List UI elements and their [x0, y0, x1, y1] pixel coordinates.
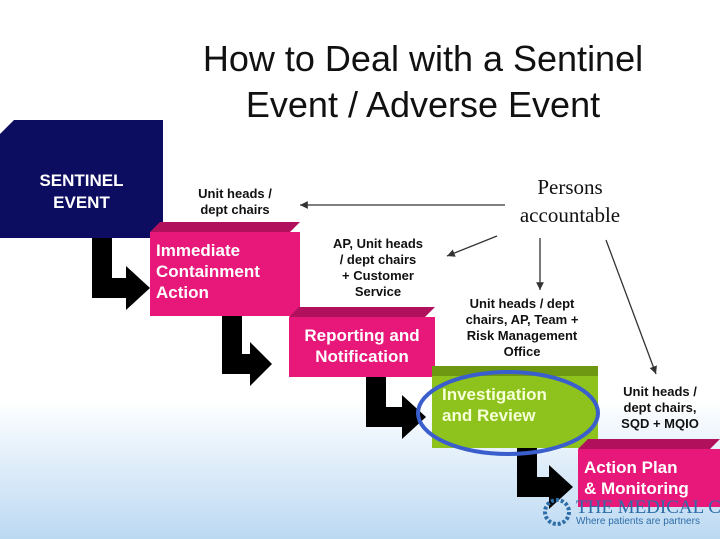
pointer-arrow-4 [605, 239, 657, 375]
label-line: Unit heads / [623, 384, 697, 399]
flow-arrow-1 [92, 238, 150, 310]
label-line: / dept chairs [339, 252, 417, 267]
label-line: Unit heads / dept [469, 296, 575, 311]
pointer-arrow-2 [446, 235, 498, 257]
step-line: Action Plan [584, 458, 678, 477]
step-line: & Monitoring [584, 479, 689, 498]
accountable-label-4: Unit heads / dept chairs, SQD + MQIO [605, 384, 715, 432]
accountable-label-3: Unit heads / dept chairs, AP, Team + Ris… [452, 296, 592, 360]
logo-tagline: Where patients are partners [576, 516, 700, 527]
label-line: dept chairs [200, 202, 270, 217]
persons-line: accountable [519, 203, 621, 227]
flow-arrow-4 [517, 447, 573, 509]
step-reporting-notification: Reporting and Notification [289, 317, 435, 377]
label-line: Service [354, 284, 402, 299]
label-line: SQD + MQIO [621, 416, 699, 431]
step-action-plan-monitoring: Action Plan & Monitoring [578, 449, 720, 507]
flow-arrows [92, 238, 573, 509]
highlight-ellipse [416, 370, 600, 456]
label-line: chairs, AP, Team + [465, 312, 579, 327]
title-line-2: Event / Adverse Event [245, 84, 601, 125]
logo-emblem-icon [543, 498, 571, 526]
step-line: Reporting and [304, 326, 420, 345]
persons-line: Persons [537, 175, 603, 199]
flow-arrow-2 [222, 316, 272, 386]
step-line: Action [156, 283, 209, 302]
step-line: Containment [156, 262, 260, 281]
label-line: Risk Management [466, 328, 578, 343]
persons-accountable-heading: Persons accountable [500, 173, 640, 229]
flow-arrow-3 [366, 377, 426, 439]
label-line: + Customer [342, 268, 414, 283]
step-line: Notification [315, 347, 409, 366]
step-line: EVENT [53, 193, 110, 212]
title-line-1: How to Deal with a Sentinel [202, 38, 644, 79]
label-line: Office [503, 344, 541, 359]
step-line: Immediate [156, 241, 241, 260]
accountable-label-1: Unit heads / dept chairs [175, 186, 295, 218]
step-sentinel-event: SENTINEL EVENT [0, 120, 163, 238]
step-line: SENTINEL [39, 171, 124, 190]
step-line: Investigation [442, 385, 547, 404]
logo-name: THE MEDICAL CITY [576, 497, 720, 518]
label-line: Unit heads / [198, 186, 272, 201]
step-line: and Review [442, 406, 536, 425]
label-line: AP, Unit heads [332, 236, 424, 251]
slide-title: How to Deal with a Sentinel Event / Adve… [150, 36, 696, 128]
accountable-label-2: AP, Unit heads / dept chairs + Customer … [318, 236, 438, 300]
label-line: dept chairs, [623, 400, 697, 415]
step-immediate-containment: Immediate Containment Action [150, 232, 300, 316]
